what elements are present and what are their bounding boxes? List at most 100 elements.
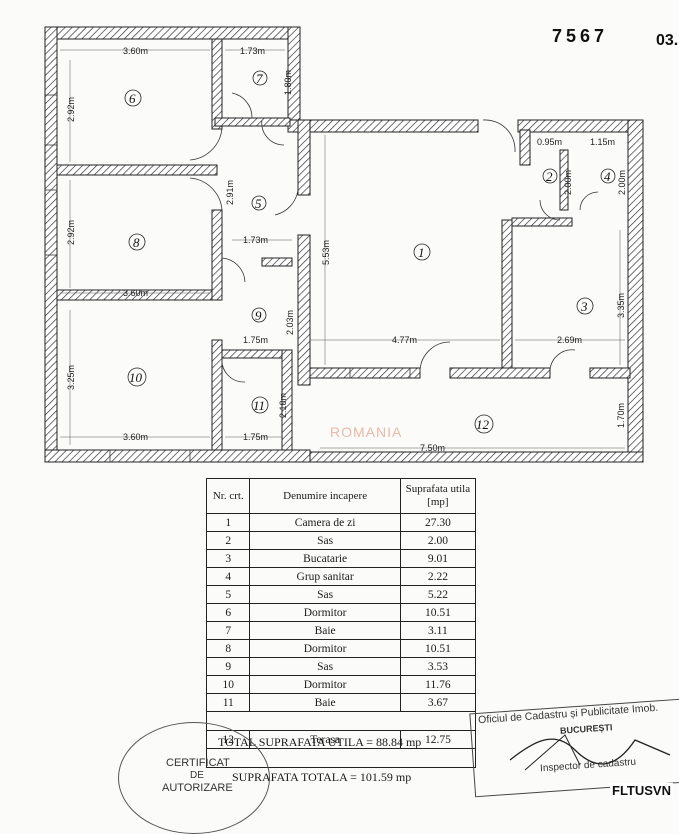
document-number: 7567 xyxy=(552,26,609,46)
room-number: 2 xyxy=(546,169,553,184)
brand-logo: FLTUSVN xyxy=(610,783,673,798)
exterior-walls xyxy=(44,26,644,463)
header-area: Suprafata utila [mp] xyxy=(399,478,477,514)
interior-walls xyxy=(56,38,631,451)
stamp-text: AUTORIZARE xyxy=(162,782,233,794)
dimension-labels: 3.60m 1.73m 1.80m 2.92m 2.91m 1.73m 2.92… xyxy=(66,46,627,453)
room-number: 12 xyxy=(476,417,490,432)
header-name: Denumire incapere xyxy=(249,478,401,514)
cell-area: 10.51 xyxy=(399,639,477,658)
dimension-label: 2.00m xyxy=(617,170,627,195)
watermark-text: ROMANIA xyxy=(330,424,403,440)
cell-nr: 3 xyxy=(205,549,251,568)
dimension-label: 4.77m xyxy=(392,335,417,345)
cell-area: 3.11 xyxy=(399,621,477,640)
cell-name: Camera de zi xyxy=(249,513,401,532)
cell-nr: 2 xyxy=(205,531,251,550)
total-useful-area: TOTAL SUPRAFATA UTILA = 88.84 mp xyxy=(218,735,422,749)
cell-nr: 7 xyxy=(205,621,251,640)
room-number: 4 xyxy=(604,169,611,184)
dimension-label: 1.75m xyxy=(243,335,268,345)
cell-nr: 11 xyxy=(205,693,251,712)
dimension-label: 2.92m xyxy=(66,220,76,245)
floor-plan: 3.60m 1.73m 1.80m 2.92m 2.91m 1.73m 2.92… xyxy=(44,26,644,463)
room-number-labels: 1 2 3 4 5 6 7 8 9 10 11 12 xyxy=(129,71,611,432)
room-numbers xyxy=(124,70,616,434)
total-useful-row xyxy=(206,711,476,731)
cell-area: 3.67 xyxy=(399,693,477,712)
dimension-label: 1.80m xyxy=(283,70,293,95)
dimension-label: 1.73m xyxy=(243,235,268,245)
dimension-label: 1.73m xyxy=(240,46,265,56)
cell-area: 10.51 xyxy=(399,603,477,622)
dimension-label: 3.35m xyxy=(616,293,626,318)
cell-name: Sas xyxy=(249,531,401,550)
room-number: 9 xyxy=(255,308,262,323)
windows xyxy=(45,94,411,462)
rooms-table: Nr. crt. Denumire incapere Suprafata uti… xyxy=(205,478,477,768)
dimension-label: 1.15m xyxy=(590,137,615,147)
cell-name: Bucatarie xyxy=(249,549,401,568)
room-number: 1 xyxy=(418,245,425,260)
cell-area: 27.30 xyxy=(399,513,477,532)
cell-name: Grup sanitar xyxy=(249,567,401,586)
cell-nr: 6 xyxy=(205,603,251,622)
header-nr: Nr. crt. xyxy=(205,478,251,514)
dimension-label: 3.60m xyxy=(123,46,148,56)
stamp-text: CERTIFICAT xyxy=(166,757,230,769)
cell-area: 3.53 xyxy=(399,657,477,676)
dimension-label: 2.69m xyxy=(557,335,582,345)
room-number: 5 xyxy=(255,196,262,211)
cell-name: Dormitor xyxy=(249,603,401,622)
room-number: 3 xyxy=(580,299,588,314)
dimension-label: 2.10m xyxy=(278,393,288,418)
cell-nr: 10 xyxy=(205,675,251,694)
dimension-label: 2.92m xyxy=(66,97,76,122)
cell-area: 2.22 xyxy=(399,567,477,586)
dimension-label: 5.53m xyxy=(321,240,331,265)
dimension-label: 3.60m xyxy=(123,432,148,442)
dimension-label: 3.25m xyxy=(66,365,76,390)
table-header-row: Nr. crt. Denumire incapere Suprafata uti… xyxy=(205,478,477,514)
dimension-label: 2.00m xyxy=(563,170,573,195)
stamp-text: DE xyxy=(190,770,204,781)
cell-nr: 9 xyxy=(205,657,251,676)
total-area: SUPRAFATA TOTALA = 101.59 mp xyxy=(232,770,412,784)
dimension-label: 3.60m xyxy=(123,288,148,298)
dimension-lines xyxy=(60,49,625,449)
cell-name: Baie xyxy=(249,693,401,712)
room-number: 7 xyxy=(256,71,263,86)
room-number: 6 xyxy=(129,91,136,106)
cell-nr: 5 xyxy=(205,585,251,604)
signature xyxy=(509,734,671,771)
room-number: 11 xyxy=(253,398,265,413)
room-number: 10 xyxy=(129,370,143,385)
dimension-label: 7.50m xyxy=(420,443,445,453)
document-suffix: 03. xyxy=(656,32,679,49)
dimension-label: 1.75m xyxy=(243,432,268,442)
cell-name: Sas xyxy=(249,585,401,604)
cell-area: 2.00 xyxy=(399,531,477,550)
cell-nr: 4 xyxy=(205,567,251,586)
cell-area: 9.01 xyxy=(399,549,477,568)
cell-name: Dormitor xyxy=(249,639,401,658)
cell-name: Sas xyxy=(249,657,401,676)
cell-area: 5.22 xyxy=(399,585,477,604)
dimension-label: 2.03m xyxy=(285,310,295,335)
cell-nr: 1 xyxy=(205,513,251,532)
cell-name: Dormitor xyxy=(249,675,401,694)
dimension-label: 1.70m xyxy=(616,403,626,428)
dimension-label: 2.91m xyxy=(225,180,235,205)
cell-area: 11.76 xyxy=(399,675,477,694)
dimension-label: 0.95m xyxy=(537,137,562,147)
